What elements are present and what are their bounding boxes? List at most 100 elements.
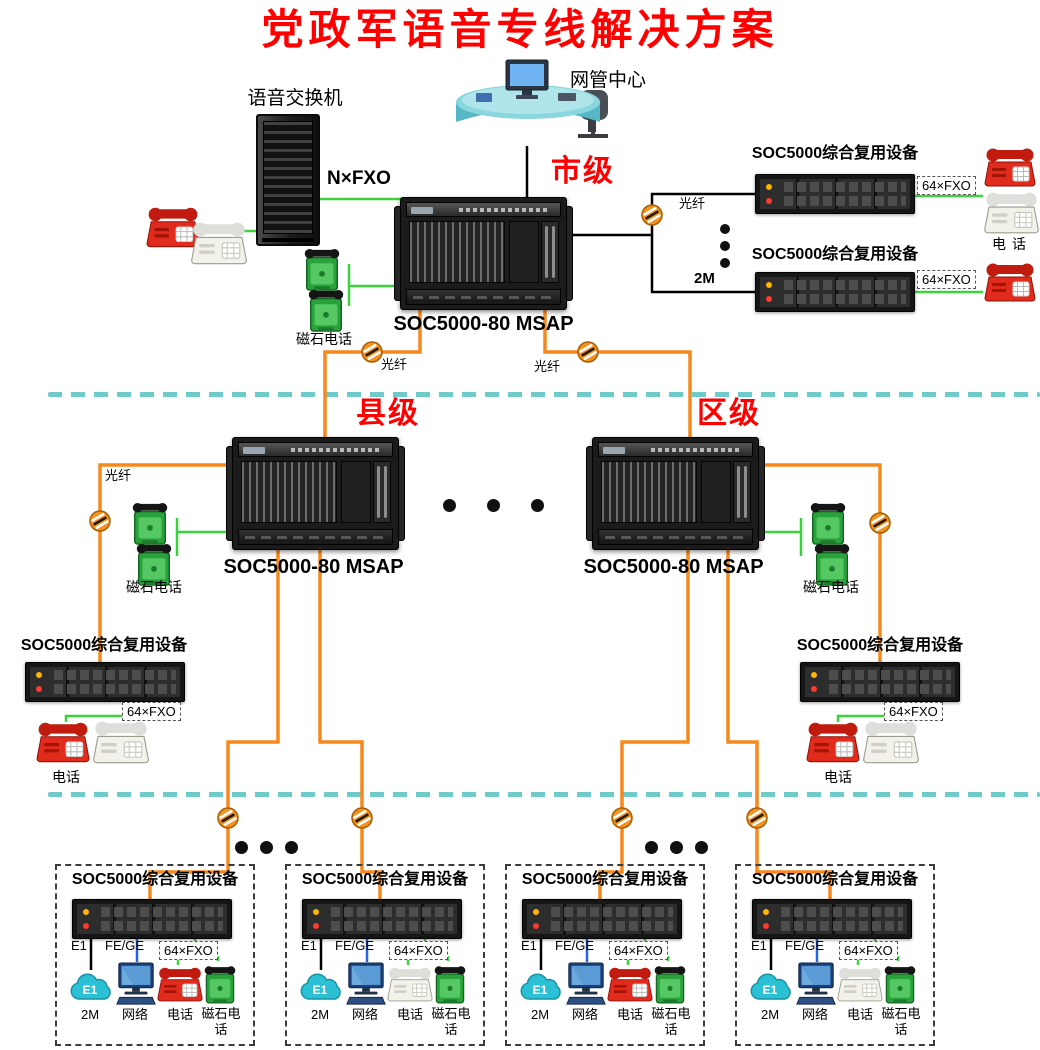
county-level-label: 县级 (356, 397, 420, 430)
e1-cloud-icon: E1 (517, 970, 563, 1004)
magneto-phone-icon (433, 962, 467, 1008)
mux-county-device (25, 662, 185, 702)
phone-caption: 电话 (166, 1007, 193, 1022)
ellipsis-dot (443, 499, 456, 512)
e1-label: E1 (521, 938, 537, 953)
network-caption: 网络 (121, 1007, 148, 1022)
fiber-label: 光纤 (679, 196, 706, 211)
mux-label: SOC5000综合复用设备 (71, 871, 239, 888)
white-phone-icon (92, 720, 150, 766)
e1-cloud-icon: E1 (67, 970, 113, 1004)
mux-access-device (72, 899, 232, 939)
tier-divider-lower (48, 792, 1040, 797)
cloud-e1-text: E1 (82, 983, 98, 997)
fiber-connector-icon (89, 510, 111, 532)
nms-center-label: 网管中心 (570, 70, 647, 91)
cloud-e1-text: E1 (532, 983, 548, 997)
ellipsis-dot (260, 841, 273, 854)
ellipsis-dot (235, 841, 248, 854)
mux-access-device (752, 899, 912, 939)
network-computer-icon (115, 962, 157, 1006)
ellipsis-dot (670, 841, 683, 854)
ellipsis-dot (720, 241, 730, 251)
phone-caption: 电话 (616, 1007, 643, 1022)
cloud-e1-text: E1 (762, 983, 778, 997)
magneto-phone-icon (299, 248, 345, 292)
mux-label: SOC5000综合复用设备 (301, 871, 469, 888)
magneto-caption: 磁石电话 (881, 1006, 921, 1038)
phone-icon (837, 966, 883, 1004)
2m-caption: 2M (310, 1007, 330, 1022)
msap-county-device (226, 437, 405, 550)
magneto-caption: 磁石电话 (803, 579, 859, 595)
ellipsis-dot (720, 258, 730, 268)
fege-label: FE/GE (105, 938, 145, 953)
phone-caption: 电话 (52, 769, 80, 785)
access-site-box-4: SOC5000综合复用设备 E1 FE/GE 64×FXO E1 2M 网络 电… (735, 864, 935, 1046)
mux-label: SOC5000综合复用设备 (751, 871, 919, 888)
fxo64-label: 64×FXO (839, 941, 898, 960)
white-phone-icon (983, 191, 1040, 236)
magneto-caption: 磁石电话 (296, 331, 352, 347)
msap-district-label: SOC5000-80 MSAP (583, 556, 764, 578)
fxo64-label: 64×FXO (884, 702, 943, 721)
cloud-e1-text: E1 (312, 983, 328, 997)
voice-switch-label: 语音交换机 (247, 88, 343, 109)
mux-city-1-device (755, 174, 915, 214)
fiber-connector-icon (611, 807, 633, 829)
phone-caption: 电话 (396, 1007, 423, 1022)
access-site-box-2: SOC5000综合复用设备 E1 FE/GE 64×FXO E1 2M 网络 电… (285, 864, 485, 1046)
phone-caption: 电话 (824, 769, 852, 785)
ellipsis-dot (645, 841, 658, 854)
n-fxo-label: N×FXO (327, 168, 391, 189)
red-phone-icon (983, 147, 1037, 189)
fiber-connector-icon (746, 807, 768, 829)
magneto-caption: 磁石电话 (201, 1006, 241, 1038)
magneto-phone-icon (127, 502, 173, 546)
2m-link-label: 2M (694, 270, 715, 287)
magneto-caption: 磁石电话 (431, 1006, 471, 1038)
fxo64-label: 64×FXO (159, 941, 218, 960)
access-site-box-3: SOC5000综合复用设备 E1 FE/GE 64×FXO E1 2M 网络 电… (505, 864, 705, 1046)
fege-label: FE/GE (785, 938, 825, 953)
msap-county-label: SOC5000-80 MSAP (223, 556, 404, 578)
ellipsis-dot (285, 841, 298, 854)
mux-district-device (800, 662, 960, 702)
fiber-label: 光纤 (105, 468, 132, 483)
fiber-connector-icon (577, 341, 599, 363)
fiber-connector-icon (869, 512, 891, 534)
page-title: 党政军语音专线解决方案 (261, 6, 779, 53)
fiber-connector-icon (217, 807, 239, 829)
msap-city-device (394, 197, 573, 310)
network-computer-icon (345, 962, 387, 1006)
magneto-phone-icon (805, 502, 851, 546)
mux-city-2-device (755, 272, 915, 312)
e1-label: E1 (71, 938, 87, 953)
tier-divider-upper (48, 392, 1040, 397)
2m-caption: 2M (760, 1007, 780, 1022)
fiber-connector-icon (641, 204, 663, 226)
phone-caption: 电话 (992, 236, 1032, 252)
2m-caption: 2M (530, 1007, 550, 1022)
mux-label: SOC5000综合复用设备 (751, 246, 919, 263)
mux-access-device (522, 899, 682, 939)
red-phone-icon (36, 720, 90, 766)
network-caption: 网络 (351, 1007, 378, 1022)
nms-desk-icon (456, 59, 608, 138)
magneto-phone-icon (203, 962, 237, 1008)
network-caption: 网络 (801, 1007, 828, 1022)
fxo64-label: 64×FXO (917, 176, 976, 195)
ellipsis-dot (720, 224, 730, 234)
ellipsis-dot (531, 499, 544, 512)
fiber-label: 光纤 (534, 359, 561, 374)
magneto-phone-icon (883, 962, 917, 1008)
e1-cloud-icon: E1 (297, 970, 343, 1004)
access-site-box-1: SOC5000综合复用设备 E1 FE/GE 64×FXO E1 2M 网络 电… (55, 864, 255, 1046)
red-phone-icon (806, 720, 860, 766)
fxo64-label: 64×FXO (389, 941, 448, 960)
magneto-caption: 磁石电话 (651, 1006, 691, 1038)
mux-label: SOC5000综合复用设备 (751, 145, 919, 162)
city-level-label: 市级 (551, 155, 615, 188)
fege-label: FE/GE (555, 938, 595, 953)
